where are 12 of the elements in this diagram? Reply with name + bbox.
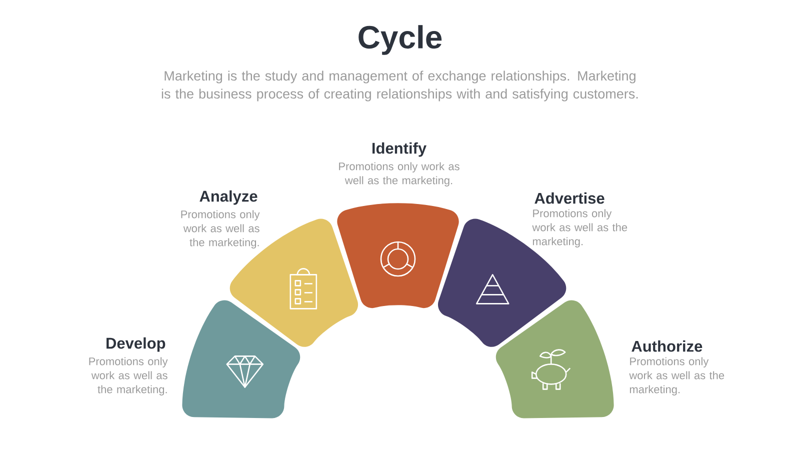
heading: Advertise [534, 192, 604, 204]
description: Promotions only work as well as the marketing. [89, 357, 168, 396]
heading: Identify [372, 142, 426, 157]
title: Cycle [358, 25, 442, 55]
heading: Develop [106, 337, 166, 352]
heading: Analyze [200, 190, 258, 205]
description: Promotions only work as well as the marketing. [181, 210, 260, 248]
description: Promotions only work as well as the marketing. [339, 162, 460, 186]
subtitle: Marketing is the study and management of exchange relationships. Marketing is the business process of creating relationships with and satisfying customers. [162, 70, 638, 102]
description: Promotions only work as well as the marketing. [532, 209, 628, 248]
heading: Authorize [632, 340, 702, 352]
description: Promotions only work as well as the marketing. [629, 357, 724, 396]
